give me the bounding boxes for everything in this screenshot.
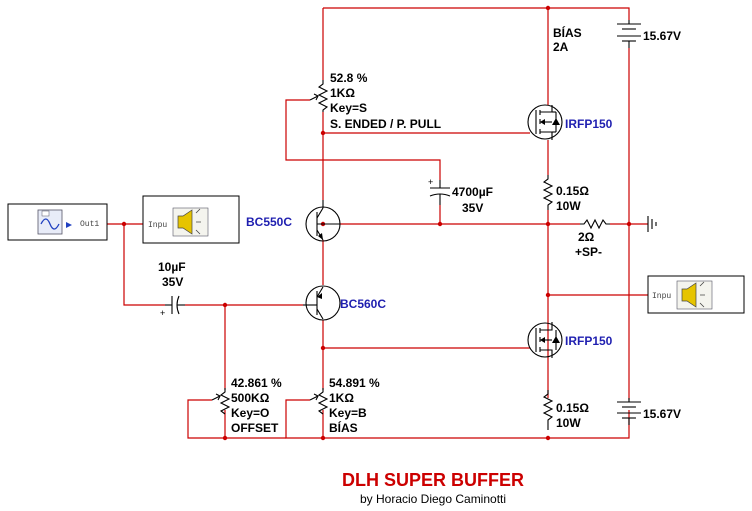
mosfet-top-symbol [527,104,563,140]
wires [107,7,648,439]
res-bottom-power: 10W [556,416,581,430]
pot-top-label: S. ENDED / P. PULL [330,117,441,131]
res-top-value: 0.15Ω [556,184,589,198]
pnp-label: BC560C [340,297,386,311]
generator-pin-label: Out1 [80,220,99,229]
labels: 52.8 % 1KΩ Key=S S. ENDED / P. PULL BÍAS… [158,25,681,506]
pot-top-percent: 52.8 % [330,71,368,85]
pot-top-value: 1KΩ [330,86,355,100]
res-bottom-value: 0.15Ω [556,401,589,415]
pot-bias-key: Key=B [329,406,367,420]
supply-top-label: 15.67V [643,29,681,43]
diagram-subtitle: by Horacio Diego Caminotti [360,492,506,506]
pot-bias-value: 1KΩ [329,391,354,405]
probe-output-pin-label: Inpu [652,292,671,301]
probe-input-pin-label: Inpu [148,221,167,230]
bias-note-line1: BÍAS [553,25,582,40]
pot-top-key: Key=S [330,101,367,115]
mosfet-bottom-symbol [527,322,563,358]
svg-text:+: + [160,308,165,318]
supply-bottom-label: 15.67V [643,407,681,421]
pot-offset-value: 500KΩ [231,391,270,405]
pot-offset-key: Key=O [231,406,269,420]
cap-big-voltage: 35V [462,201,483,215]
mosfet-top-label: IRFP150 [565,117,613,131]
probe-input[interactable]: Inpu [142,195,240,244]
battery-bottom [617,398,641,425]
pot-offset-percent: 42.861 % [231,376,282,390]
cap-big-value: 4700µF [452,185,493,199]
svg-text:+: + [428,177,433,187]
capacitor-4700uf: + [428,177,451,205]
cap-in-value: 10µF [158,260,186,274]
pot-bias-label: BÍAS [329,420,358,435]
mosfet-bottom-label: IRFP150 [565,334,613,348]
probe-output[interactable]: Inpu [647,275,745,314]
npn-label: BC550C [246,215,292,229]
load-value: 2Ω [578,230,595,244]
potentiometer-top[interactable] [309,80,329,112]
resistor-top [542,175,554,210]
load-label: +SP- [575,245,602,259]
cap-in-voltage: 35V [162,275,183,289]
ground-icon [647,216,657,232]
pot-offset-label: OFFSET [231,421,279,435]
function-generator[interactable]: Out1 [7,203,108,241]
transistor-pnp [303,285,341,321]
potentiometer-bias[interactable] [309,388,329,415]
diagram-title: DLH SUPER BUFFER [342,470,524,490]
potentiometer-offset[interactable] [211,388,231,415]
resistor-bottom [542,390,554,430]
res-top-power: 10W [556,199,581,213]
load-resistor [580,218,610,230]
capacitor-10uf: + [160,295,185,318]
transistor-npn [305,200,341,242]
battery-top [617,20,641,48]
bias-note-line2: 2A [553,40,569,54]
pot-bias-percent: 54.891 % [329,376,380,390]
junctions [121,5,632,441]
